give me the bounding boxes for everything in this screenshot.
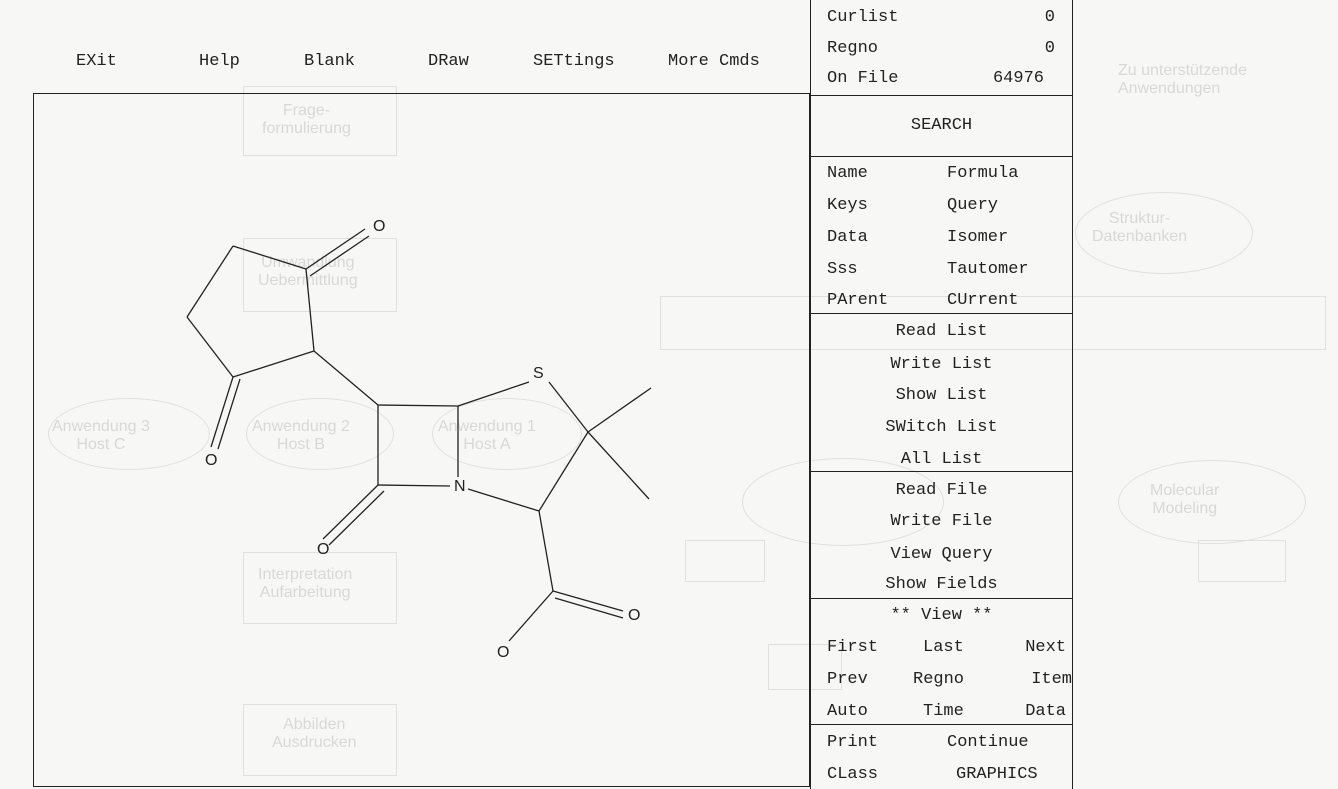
view-regno-button[interactable]: Regno [913, 670, 965, 689]
menu-blank[interactable]: Blank [304, 52, 356, 71]
view-auto-button[interactable]: Auto [827, 702, 868, 721]
view-data-button[interactable]: Data [1025, 702, 1066, 721]
search-current-button[interactable]: CUrrent [947, 291, 1019, 310]
view-next-button[interactable]: Next [1025, 638, 1066, 657]
onfile-label: On File [827, 69, 899, 88]
search-isomer-button[interactable]: Isomer [947, 228, 1009, 247]
ghost-label: Struktur- Datenbanken [1092, 210, 1188, 245]
ghost-oval [432, 398, 582, 470]
curlist-label: Curlist [827, 8, 899, 27]
ghost-box [768, 644, 842, 690]
graphics-button[interactable]: GRAPHICS [956, 765, 1038, 784]
view-item-button[interactable]: Item [1031, 670, 1072, 689]
menu-settings[interactable]: SETtings [533, 52, 615, 71]
structure-canvas[interactable]: O O O O O S N [33, 93, 810, 787]
search-query-button[interactable]: Query [947, 196, 999, 215]
divider [811, 95, 1072, 96]
switch-list-button[interactable]: SWitch List [885, 418, 998, 437]
divider [811, 313, 1072, 314]
print-button[interactable]: Print [827, 733, 879, 752]
view-header: ** View ** [890, 606, 993, 625]
ghost-box [243, 552, 397, 624]
atom-oxygen: O [317, 541, 329, 558]
ghost-box [243, 704, 397, 776]
search-button[interactable]: SEARCH [910, 116, 973, 135]
ghost-label: Anwendung 1 Host A [438, 418, 536, 453]
all-list-button[interactable]: All List [900, 450, 983, 469]
view-prev-button[interactable]: Prev [827, 670, 868, 689]
divider [811, 724, 1072, 725]
view-first-button[interactable]: First [827, 638, 879, 657]
ghost-label: Anwendung 3 Host C [52, 418, 150, 453]
show-list-button[interactable]: Show List [895, 386, 988, 405]
ghost-oval [48, 398, 210, 470]
search-keys-button[interactable]: Keys [827, 196, 868, 215]
ghost-oval [1118, 460, 1306, 544]
search-sss-button[interactable]: Sss [827, 260, 858, 279]
search-tautomer-button[interactable]: Tautomer [947, 260, 1029, 279]
view-time-button[interactable]: Time [923, 702, 964, 721]
command-panel: Curlist 0 Regno 0 On File 64976 SEARCH N… [810, 0, 1073, 789]
ghost-title: Zu unterstützende Anwendungen [1118, 62, 1247, 97]
atom-sulfur: S [533, 365, 544, 382]
ghost-box [1198, 540, 1286, 582]
atom-oxygen: O [205, 452, 217, 469]
write-file-button[interactable]: Write File [890, 512, 993, 531]
continue-button[interactable]: Continue [947, 733, 1029, 752]
read-list-button[interactable]: Read List [895, 322, 988, 341]
view-query-button[interactable]: View Query [890, 545, 993, 564]
menu-draw[interactable]: DRaw [428, 52, 469, 71]
curlist-value: 0 [1044, 8, 1055, 27]
ghost-oval [742, 458, 944, 546]
atom-oxygen: O [497, 644, 509, 661]
search-name-button[interactable]: Name [827, 164, 868, 183]
ghost-oval [246, 398, 394, 470]
atom-oxygen: O [373, 218, 385, 235]
ghost-label: Frage- formulierung [262, 102, 351, 137]
search-data-button[interactable]: Data [827, 228, 868, 247]
search-formula-button[interactable]: Formula [947, 164, 1019, 183]
atom-labels: O O O O O S N [205, 218, 640, 661]
divider [811, 471, 1072, 472]
divider [811, 156, 1072, 157]
menu-more-cmds[interactable]: More Cmds [668, 52, 760, 71]
molecule-drawing: O O O O O S N [186, 218, 652, 661]
onfile-value: 64976 [992, 69, 1044, 88]
ghost-label: Umwandlung Uebermittlung [258, 254, 358, 289]
class-button[interactable]: CLass [827, 765, 879, 784]
bond-lines [186, 228, 652, 642]
ghost-box [243, 86, 397, 156]
write-list-button[interactable]: Write List [890, 355, 993, 374]
regno-value: 0 [1044, 39, 1055, 58]
view-last-button[interactable]: Last [923, 638, 964, 657]
divider [811, 598, 1072, 599]
menu-exit[interactable]: EXit [76, 52, 117, 71]
menu-help[interactable]: Help [199, 52, 240, 71]
ghost-box [660, 296, 1326, 350]
ghost-label: Anwendung 2 Host B [252, 418, 350, 453]
ghost-oval [1075, 192, 1253, 274]
ghost-box [685, 540, 765, 582]
atom-oxygen: O [628, 607, 640, 624]
ghost-label: Abbilden Ausdrucken [272, 716, 357, 751]
menu-bar: EXit Help Blank DRaw SETtings More Cmds [0, 40, 812, 80]
ghost-box [243, 238, 397, 312]
search-parent-button[interactable]: PArent [827, 291, 889, 310]
atom-nitrogen: N [454, 478, 466, 495]
read-file-button[interactable]: Read File [895, 481, 988, 500]
ghost-label: Interpretation Aufarbeitung [258, 566, 353, 601]
regno-label: Regno [827, 39, 879, 58]
show-fields-button[interactable]: Show Fields [885, 575, 998, 594]
ghost-label: Molecular Modeling [1150, 482, 1220, 517]
